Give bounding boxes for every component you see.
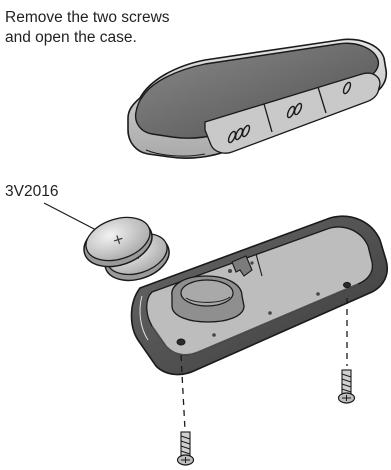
remote-case-top-icon (128, 39, 386, 158)
battery-leader-line (44, 203, 100, 232)
screw-left-icon (178, 432, 194, 465)
screw-right-icon (339, 370, 355, 403)
remote-case-bottom-icon (132, 216, 388, 374)
